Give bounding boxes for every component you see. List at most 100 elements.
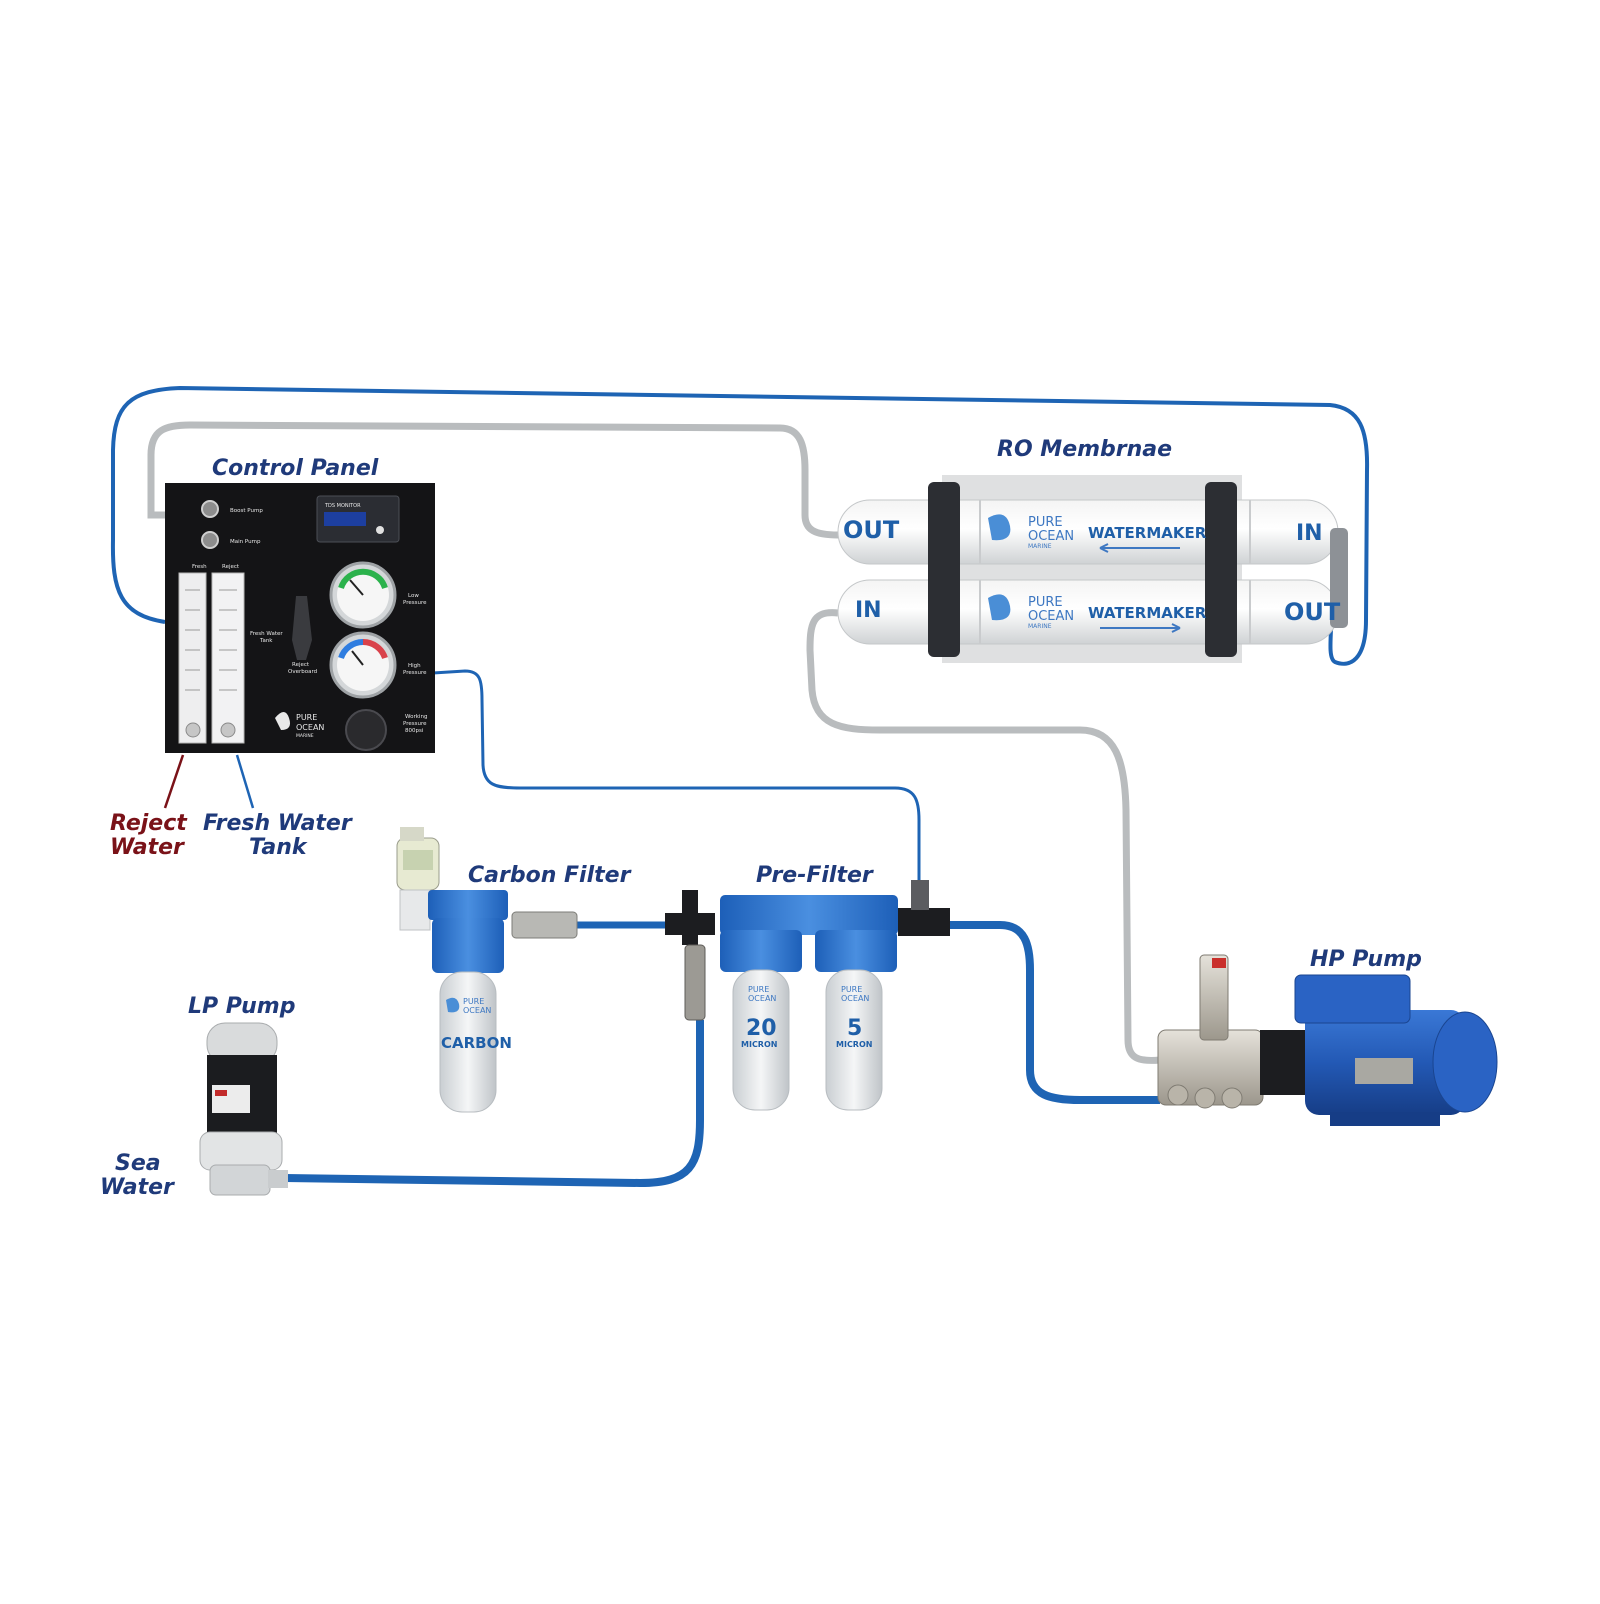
membrane-top-logo-icon: [988, 514, 1011, 541]
prefilter-housing-2: [825, 969, 883, 1111]
high-pressure-label: High: [408, 663, 421, 669]
carbon-brand-2: OCEAN: [463, 1006, 491, 1015]
membrane-top-brand-3: MARINE: [1028, 543, 1052, 550]
flowmeter-reject-knob-icon[interactable]: [220, 722, 236, 738]
reject-leader-line: [163, 754, 185, 809]
flow-reject-label: Reject: [222, 564, 240, 570]
prefilter-outlet-tee: [898, 908, 950, 936]
hp-pump-relief-valve-icon[interactable]: [1212, 958, 1226, 968]
high-pressure-gauge: [329, 631, 397, 699]
control-panel: Boost Pump Main Pump TDS MONITOR Fresh R…: [165, 483, 435, 753]
tds-button-icon[interactable]: [376, 526, 384, 534]
hose-blue-top-loop: [110, 385, 1370, 666]
flowmeter-fresh-knob-icon[interactable]: [185, 722, 201, 738]
prefilter-manifold: [720, 895, 898, 935]
hose-blue-lp-to-prefilter: [284, 1020, 704, 1188]
membrane-top-right-port: IN: [1296, 521, 1323, 546]
hp-pump-callout: HP Pump: [1310, 947, 1422, 972]
hose-grey-top-loop: [147, 421, 839, 539]
membrane-bracket-right: [1205, 482, 1237, 657]
low-pressure-gauge: [329, 561, 397, 629]
prefilter-cap-2: [815, 930, 897, 972]
sea-water-callout-2: Water: [100, 1175, 175, 1200]
pre-filter-assembly: PURE OCEAN 20 MICRON PURE OCEAN 5 MICRON: [665, 880, 950, 1111]
membrane-bottom-left-port: IN: [855, 598, 882, 623]
reject-water-callout-1: Reject: [110, 811, 188, 836]
membrane-top-brand-2: OCEAN: [1028, 529, 1074, 544]
carbon-outlet-fitting: [511, 911, 578, 939]
membrane-end-fitting: [1330, 528, 1348, 628]
diverter-valve-handle-icon[interactable]: [292, 596, 312, 660]
hose-grey-to-hp-pump: [806, 609, 1161, 1064]
flow-meter-body: [400, 827, 424, 841]
prefilter-2-brand-1: PURE: [841, 985, 862, 994]
prefilter-1-size: 20: [746, 1016, 777, 1041]
tds-display: [324, 512, 366, 526]
hoses: [110, 385, 1370, 1188]
high-pressure-label-2: Pressure: [403, 670, 427, 676]
boost-pump-switch[interactable]: [201, 500, 219, 518]
working-pressure-valve-knob-icon[interactable]: [345, 709, 387, 751]
hose-blue-high-pressure: [432, 669, 921, 885]
hp-motor-feet: [1330, 1112, 1440, 1126]
membrane-bottom-brand-3: MARINE: [1028, 623, 1052, 630]
sea-water-callout-1: Sea: [115, 1151, 161, 1176]
working-pressure-label-2: Pressure: [403, 721, 427, 727]
prefilter-drop-fitting: [684, 944, 706, 1021]
prefilter-cap-1: [720, 930, 802, 972]
membrane-bottom-right-port: OUT: [1284, 598, 1341, 626]
carbon-filter: PURE OCEAN CARBON: [396, 827, 578, 1113]
membrane-bottom-brand-2: OCEAN: [1028, 609, 1074, 624]
panel-logo-icon: [275, 712, 290, 730]
hp-motor-terminal-box: [1294, 974, 1411, 1024]
panel-brand-3: MARINE: [296, 733, 314, 739]
lp-motor-label: [212, 1085, 250, 1113]
prefilter-2-unit: MICRON: [836, 1040, 872, 1049]
prefilter-1-unit: MICRON: [741, 1040, 777, 1049]
hose-blue-prefilter-to-hp: [950, 921, 1160, 1104]
pressure-sensor-fitting: [911, 880, 929, 910]
reject-water-callout-2: Water: [110, 835, 185, 860]
flowmeter-scales: [185, 589, 237, 691]
main-pump-switch[interactable]: [201, 531, 219, 549]
membrane-top-label: WATERMAKER: [1088, 524, 1207, 542]
prefilter-2-size: 5: [847, 1016, 862, 1041]
carbon-logo-icon: [446, 997, 460, 1013]
pre-filter-callout: Pre-Filter: [756, 863, 874, 888]
main-pump-label: Main Pump: [230, 539, 261, 545]
panel-brand-1: PURE: [296, 713, 317, 722]
lp-pump-callout: LP Pump: [188, 994, 295, 1019]
low-pressure-label-2: Pressure: [403, 600, 427, 606]
fresh-water-tank-callout-1: Fresh Water: [203, 811, 353, 836]
membrane-bottom-flow-arrow-icon: [1100, 623, 1181, 633]
hp-pump: [1157, 954, 1498, 1126]
flowmeter-fresh: [178, 572, 207, 744]
membrane-top-brand-1: PURE: [1028, 515, 1063, 530]
lp-pump: [199, 1022, 288, 1196]
prefilter-1-brand-2: OCEAN: [748, 994, 776, 1003]
panel-brand-2: OCEAN: [296, 723, 324, 732]
membrane-bottom-label: WATERMAKER: [1088, 604, 1207, 622]
working-pressure-label-3: 800psi: [405, 728, 424, 734]
reject-overboard-label-2: Overboard: [288, 669, 317, 675]
ro-membrane-assembly: OUT IN IN OUT PURE OCEAN MARINE WATERMAK…: [837, 475, 1348, 663]
fresh-leader-line: [235, 754, 255, 809]
carbon-brand-1: PURE: [463, 997, 484, 1006]
reject-overboard-label: Reject: [292, 662, 310, 668]
low-pressure-label: Low: [408, 593, 419, 599]
prefilter-1-brand-1: PURE: [748, 985, 769, 994]
carbon-filter-cap: [428, 890, 508, 920]
hp-motor-nameplate: [1355, 1058, 1413, 1084]
membrane-bracket-left: [928, 482, 960, 657]
membrane-bottom-brand-1: PURE: [1028, 595, 1063, 610]
fresh-water-tank-label-2: Tank: [259, 638, 273, 644]
lp-pump-housing: [199, 1131, 283, 1171]
boost-pump-label: Boost Pump: [230, 508, 263, 514]
hp-motor-fan-cover: [1432, 1011, 1498, 1113]
membrane-top-flow-arrow-icon: [1099, 543, 1180, 553]
tds-monitor-label: TDS MONITOR: [324, 503, 361, 509]
flow-fresh-label: Fresh: [192, 564, 207, 570]
lp-pump-outlet: [268, 1170, 288, 1188]
